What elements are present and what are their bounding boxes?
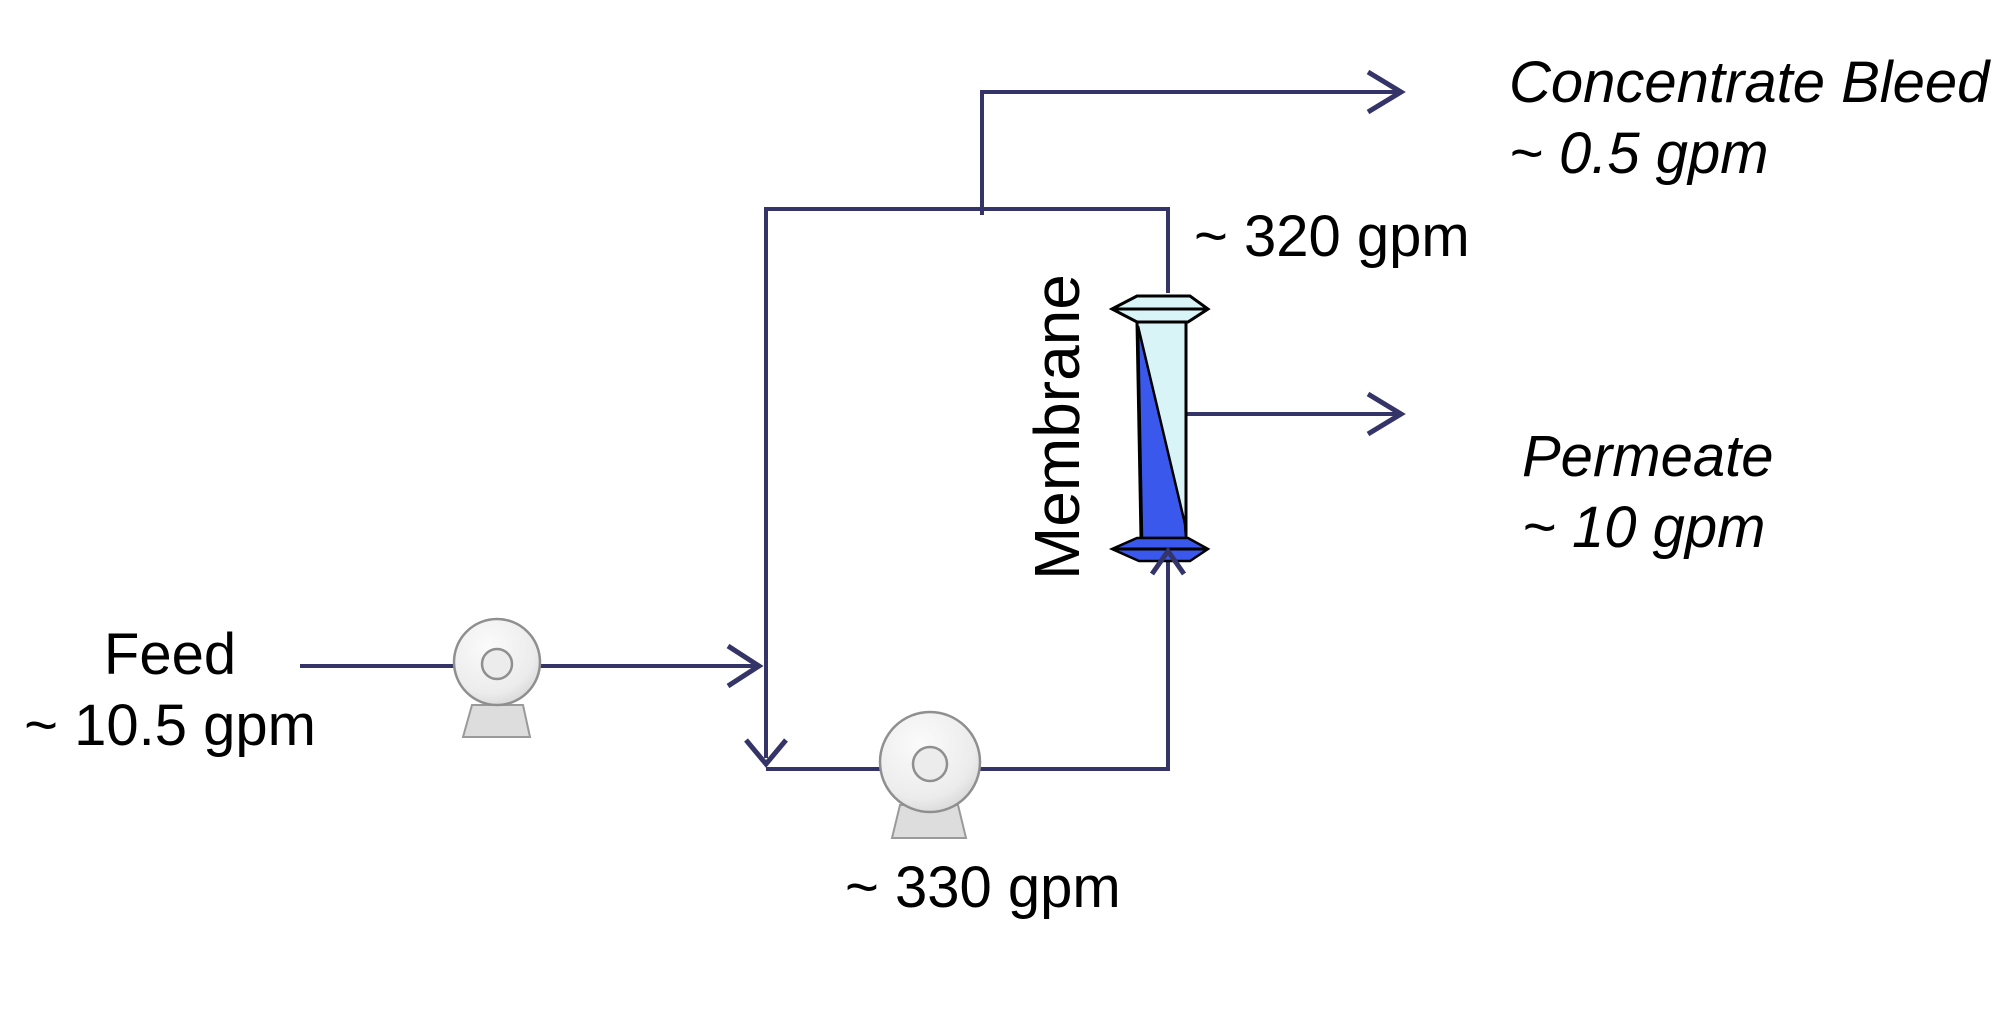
membrane-inlet-arrowhead-icon [1149,546,1187,576]
recirc-top-pipe [766,207,1170,293]
recirc-flow-label: ~ 330 gpm [845,855,1121,920]
membrane-feed-flow-label: ~ 320 gpm [1194,204,1470,269]
membrane-label: Membrane [1021,274,1093,580]
bleed-arrowhead-icon [1366,69,1406,115]
permeate-arrowhead-icon [1366,391,1406,437]
feed-pump-icon [452,617,542,738]
concentrate-bleed-label: Concentrate Bleed ~ 0.5 gpm [1509,47,1989,189]
recirc-pump-icon [878,710,982,839]
feed-pump-hub [480,647,514,681]
feed-arrowhead-icon [726,643,764,689]
feed-title: Feed [103,622,237,687]
bleed-title: Concentrate Bleed [1509,50,1990,115]
feed-pump-base [461,704,532,738]
permeate-flow-value: ~ 10 gpm [1522,495,1766,560]
recirc-pump-hub [911,745,949,783]
feed-label: Feed ~ 10.5 gpm [20,619,320,761]
bleed-flow-value: ~ 0.5 gpm [1509,121,1769,186]
feed-flow-value: ~ 10.5 gpm [24,693,316,758]
recirc-down-arrowhead-icon [744,738,788,768]
permeate-title: Permeate [1522,424,1774,489]
permeate-label: Permeate ~ 10 gpm [1522,421,1773,563]
membrane-column [1108,294,1211,563]
bleed-pipe [980,90,1398,215]
